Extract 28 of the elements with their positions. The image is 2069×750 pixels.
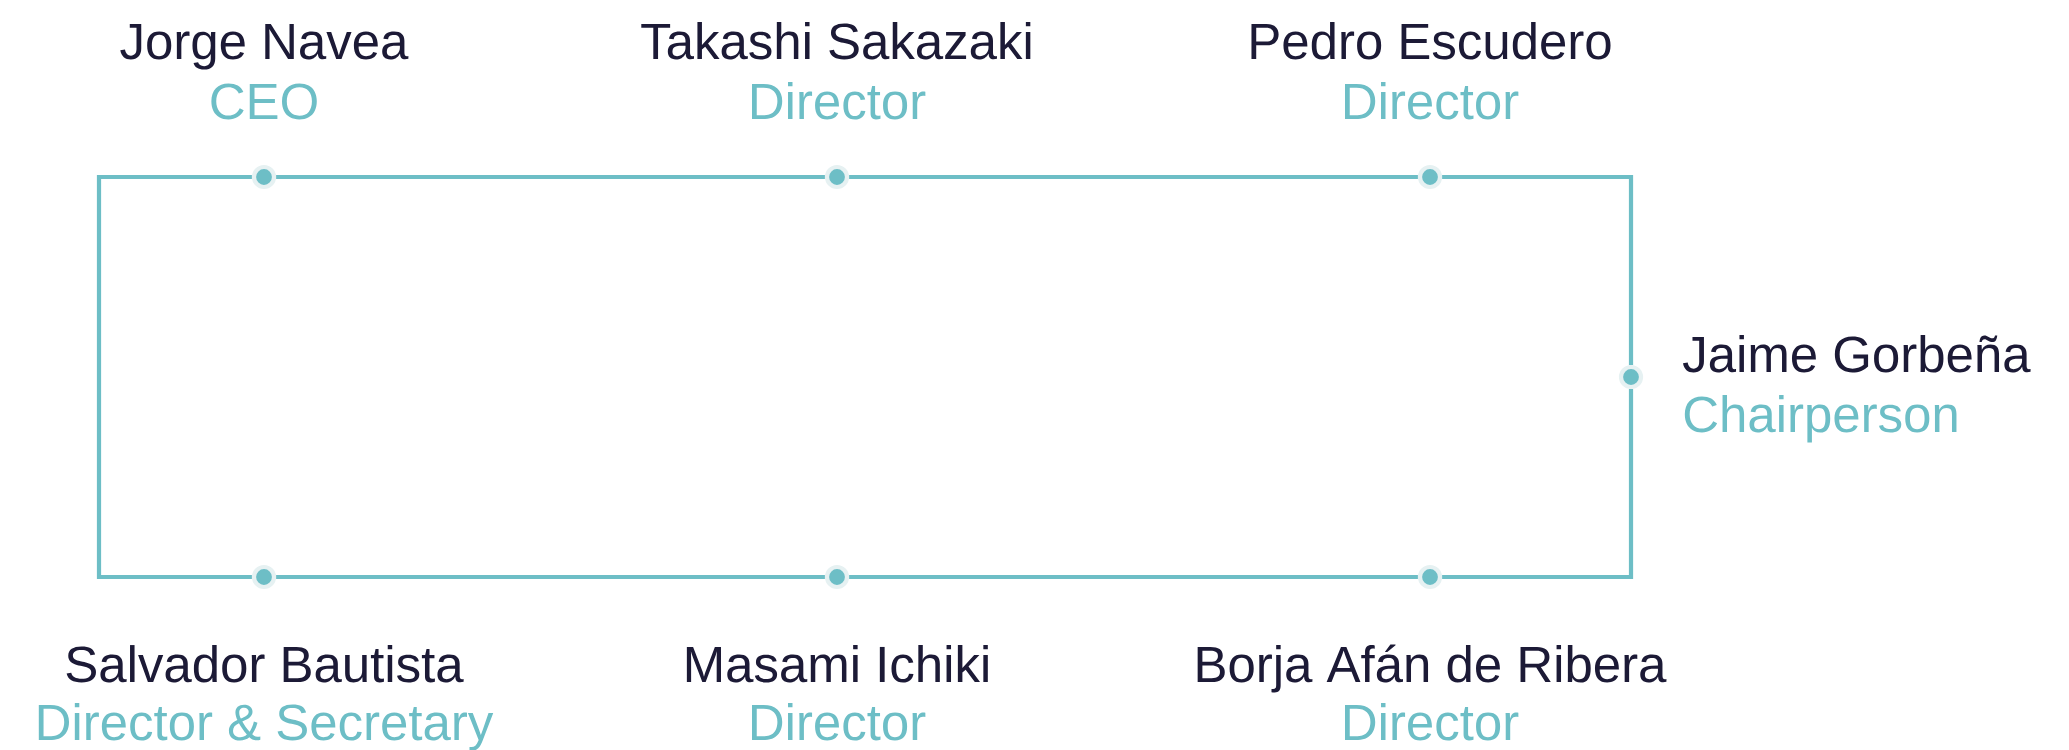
dot — [1417, 164, 1443, 190]
dot — [1417, 564, 1443, 590]
person-name: Masami Ichiki — [686, 645, 988, 683]
job-title: Director — [1345, 82, 1519, 120]
person-name: Pedro Escudero — [1251, 22, 1611, 60]
job-title: Director & Secretary — [38, 703, 494, 750]
job-title: Chairperson — [1684, 395, 1957, 443]
job-title: CEO — [211, 83, 317, 120]
connector-line — [849, 574, 1418, 580]
dot — [251, 564, 277, 590]
person-name: Borja Afán de Ribera — [1197, 644, 1667, 693]
connector-line — [1442, 174, 1634, 365]
connector-line — [276, 174, 825, 180]
person-name: Takashi Sakazaki — [641, 22, 1031, 60]
person-name: Salvador Bautista — [66, 645, 464, 683]
dot — [824, 564, 850, 590]
connector-line — [1442, 389, 1634, 580]
dot — [824, 164, 850, 190]
person-name: Jaime Gorbeña — [1683, 335, 2031, 373]
job-title: Director — [1345, 703, 1519, 741]
connector-line — [276, 574, 825, 580]
connector-line — [849, 174, 1418, 180]
job-title: Director — [752, 82, 926, 120]
person-name: Jorge Navea — [120, 23, 409, 70]
dot — [1618, 364, 1644, 390]
connector-line — [96, 174, 252, 580]
job-title: Director — [752, 703, 926, 741]
dot — [251, 164, 277, 190]
